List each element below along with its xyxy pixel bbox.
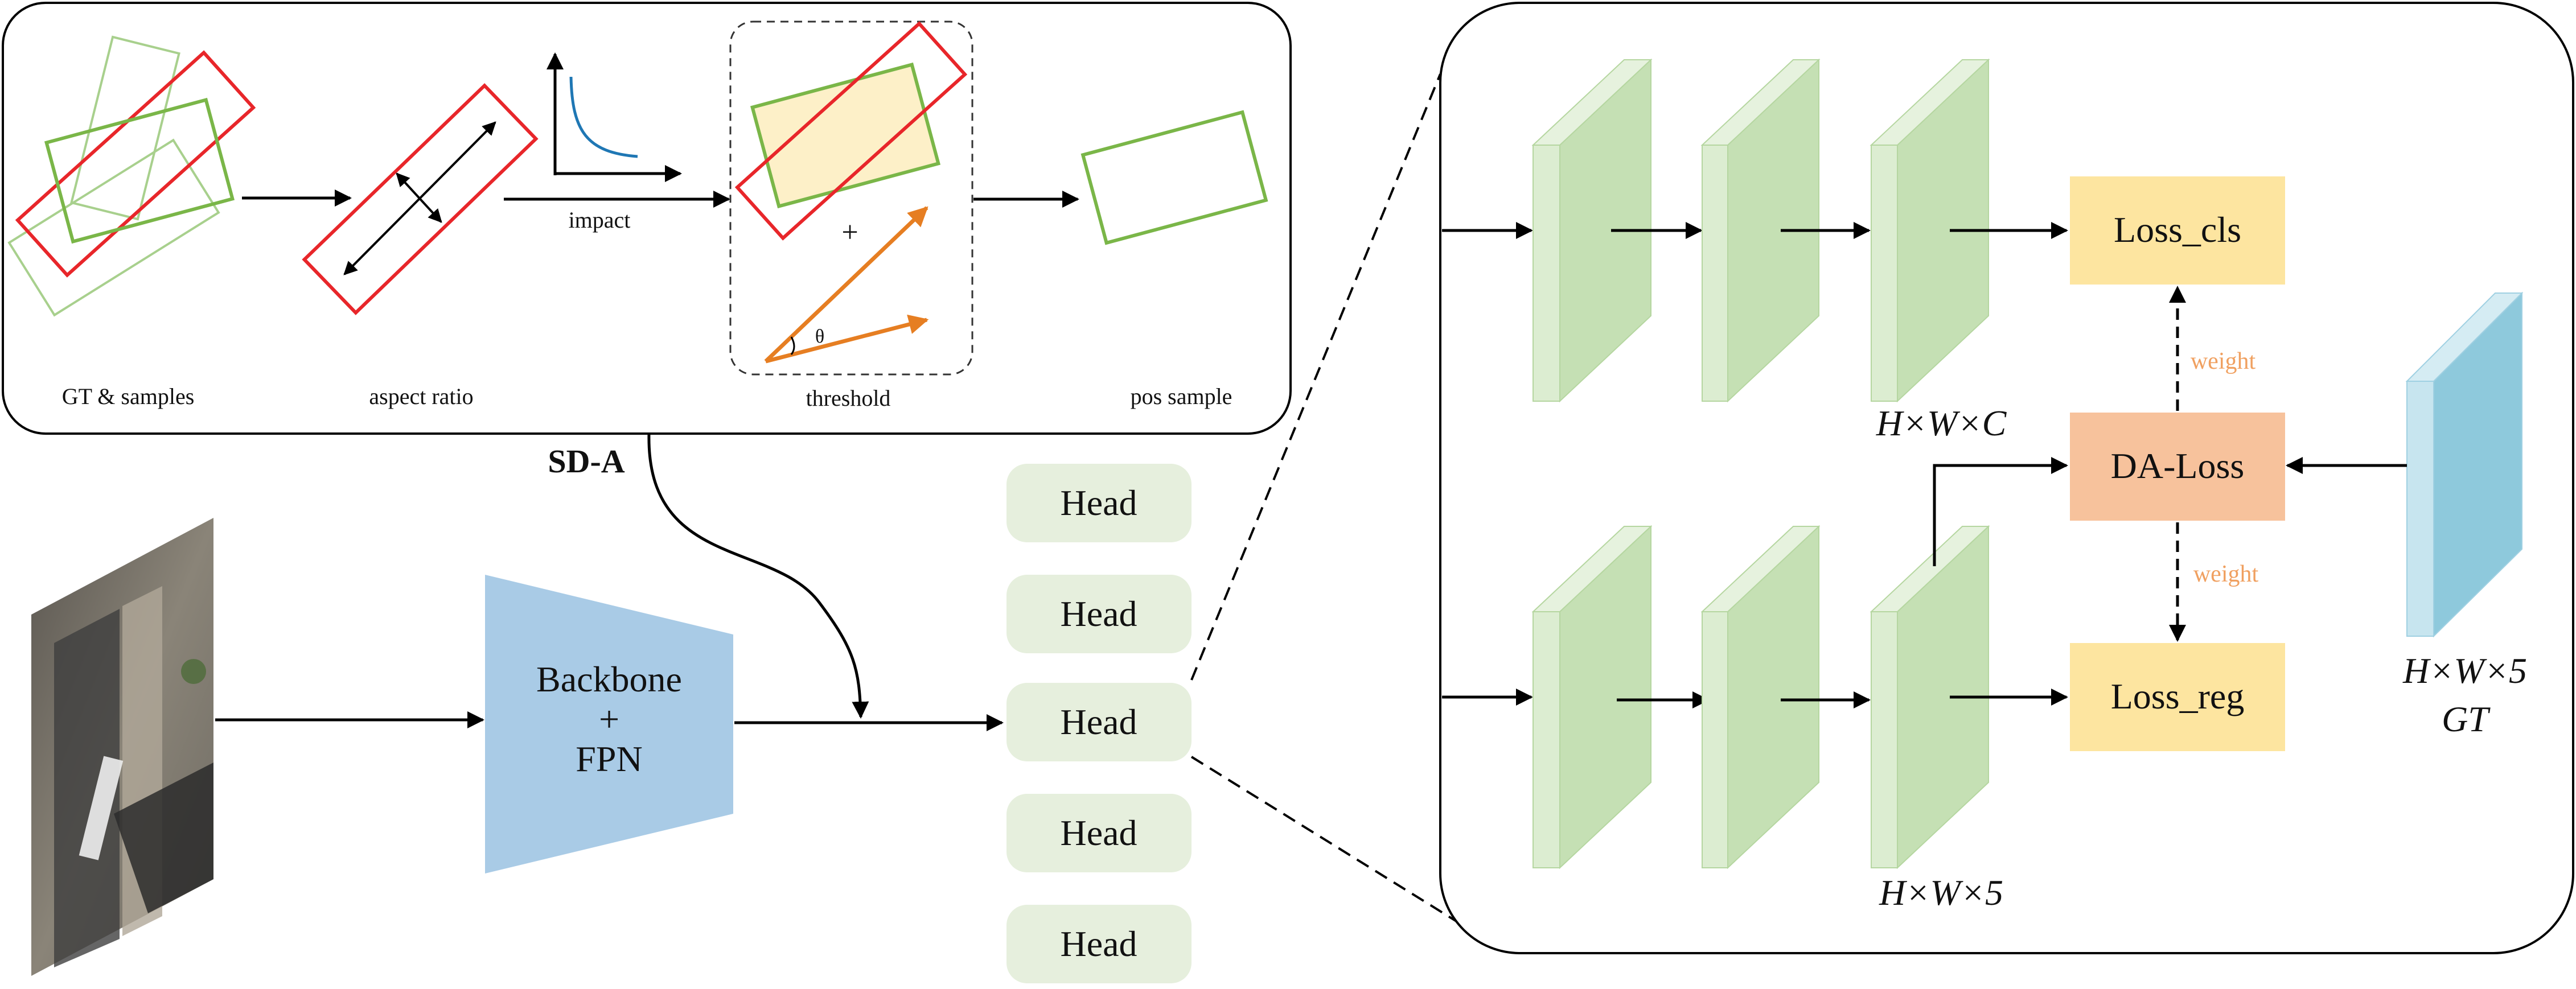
gt-face-top: [2405, 292, 2524, 382]
gt-feature-map: [2405, 291, 2524, 638]
feature-map-reg-1: [1531, 525, 1653, 870]
head-3: Head: [1006, 683, 1192, 761]
overlap-green-box: [750, 62, 941, 209]
angle-vector-2: [765, 314, 929, 364]
sd-a-panel: impact + θ GT & samples aspect ratio thr…: [2, 2, 1292, 435]
loss-cls-rect: [2070, 176, 2285, 285]
head-5-label: Head: [1060, 924, 1137, 964]
feature-face-front: [1702, 145, 1728, 402]
feature-face-front: [1533, 145, 1560, 402]
head-1-box: [1006, 464, 1192, 542]
feature-face-top: [1870, 59, 1990, 146]
aerial-tree: [181, 659, 206, 684]
gt-box-red: [15, 50, 256, 278]
gt-samples-boxes: [7, 35, 256, 317]
sd-a-module-name: SD-A: [548, 443, 625, 480]
feature-face-front: [1533, 611, 1560, 868]
loss-reg-label: Loss_reg: [2111, 676, 2245, 716]
feature-map-cls-1: [1531, 58, 1653, 403]
feature-map-reg-2: [1700, 525, 1821, 870]
angle-arc: [790, 336, 795, 355]
head-5: Head: [1006, 905, 1192, 983]
feature-face-top: [1700, 59, 1821, 146]
loss-reg-box: Loss_reg: [2070, 643, 2285, 751]
backbone-label-plus: +: [599, 699, 619, 739]
feature-face-front: [1871, 611, 1898, 868]
zoom-line-top: [1190, 73, 1441, 681]
impact-curve-plot: [547, 52, 682, 182]
sample-box-light-2: [7, 138, 220, 317]
aerial-bus: [79, 756, 124, 860]
feature-map-cls-3: [1870, 58, 1990, 403]
sd-a-connector-arrow: [647, 433, 869, 719]
weight-label-bottom: weight: [2193, 561, 2259, 587]
feature-map-cls-2: [1700, 58, 1821, 403]
heads-stack: Head Head Head Head Head: [1006, 464, 1192, 983]
sd-a-panel-frame: [2, 2, 1292, 435]
feature-face-front: [1871, 145, 1898, 402]
gt-face-front: [2406, 381, 2434, 637]
impact-curve: [569, 76, 638, 158]
head-2-label: Head: [1060, 594, 1137, 634]
dim-label-cls: H×W×C: [1876, 403, 2007, 443]
head-4-box: [1006, 794, 1192, 872]
da-loss-label: DA-Loss: [2111, 446, 2245, 486]
head-4: Head: [1006, 794, 1192, 872]
zoom-line-bottom: [1190, 756, 1458, 923]
label-pos-sample: pos sample: [1131, 384, 1232, 409]
feature-map-reg-3: [1870, 525, 1990, 870]
backbone-shape: [485, 575, 733, 873]
backbone-fpn: Backbone + FPN: [485, 575, 733, 873]
gt-box-green: [44, 97, 235, 244]
aspect-ratio-box: [302, 83, 539, 315]
reg-branch: H×W×5: [1442, 457, 2068, 913]
head-3-box: [1006, 683, 1192, 761]
head-2: Head: [1006, 575, 1192, 653]
label-aspect-ratio: aspect ratio: [369, 384, 473, 409]
plus-sign: +: [841, 216, 858, 249]
head-detail-panel: H×W×C H×W×5: [1439, 2, 2574, 954]
loss-reg-rect: [2070, 643, 2285, 751]
da-loss-rect: [2070, 413, 2285, 521]
feature-face-top: [1531, 526, 1653, 612]
feature-face-top: [1700, 526, 1821, 612]
sample-box-light-1: [70, 35, 180, 221]
backbone-label-line2: FPN: [576, 739, 642, 779]
angle-vector-1: [764, 206, 928, 363]
dim-label-gt: H×W×5: [2402, 650, 2527, 691]
label-gt-samples: GT & samples: [62, 384, 195, 409]
loss-cls-label: Loss_cls: [2114, 209, 2241, 250]
head-4-label: Head: [1060, 813, 1137, 853]
head-1-label: Head: [1060, 483, 1137, 523]
input-aerial-image: [31, 518, 213, 976]
head-2-box: [1006, 575, 1192, 653]
loss-cls-box: Loss_cls: [2070, 176, 2285, 285]
da-loss-box: DA-Loss: [2070, 413, 2285, 521]
feature-face-front: [1702, 611, 1728, 868]
backbone-label-line1: Backbone: [536, 659, 682, 699]
arrow-reg-to-da-loss: [1933, 457, 2068, 566]
feature-face-top: [1870, 526, 1990, 612]
short-axis-arrow: [396, 172, 442, 223]
aerial-building: [114, 763, 213, 913]
label-threshold: threshold: [806, 385, 891, 411]
feature-face-top: [1531, 59, 1653, 146]
weight-label-top: weight: [2191, 348, 2256, 374]
cls-branch: H×W×C: [1442, 58, 2068, 443]
impact-label: impact: [569, 207, 631, 233]
threshold-block: + θ: [729, 20, 973, 376]
overlap-red-box: [734, 21, 968, 241]
head-1: Head: [1006, 464, 1192, 542]
gt-label: GT: [2442, 699, 2491, 739]
threshold-dashed-frame: [729, 20, 973, 376]
pos-sample-box: [1080, 110, 1268, 245]
aerial-road: [54, 609, 120, 967]
head-3-label: Head: [1060, 702, 1137, 742]
dim-label-reg: H×W×5: [1879, 872, 2003, 913]
head-5-box: [1006, 905, 1192, 983]
theta-symbol: θ: [815, 326, 824, 347]
